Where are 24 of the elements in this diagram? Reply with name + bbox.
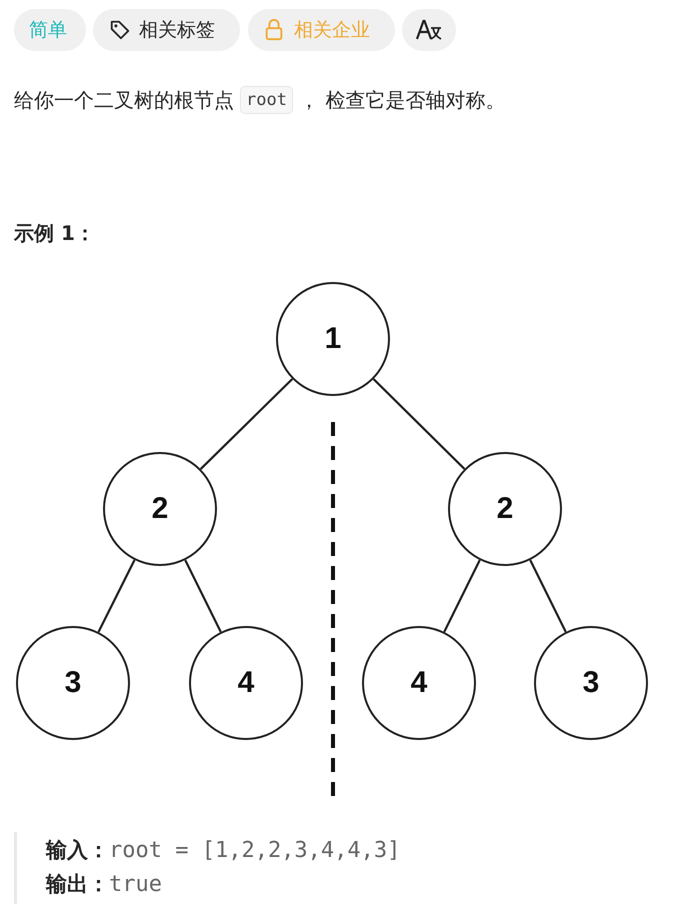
tree-edge — [200, 378, 294, 470]
description-text: ， 检查它是否轴对称。 — [298, 86, 506, 114]
tree-edge — [443, 560, 481, 632]
tree-edge — [184, 560, 222, 632]
difficulty-tag: 简单 — [14, 9, 86, 51]
node-value: 2 — [496, 492, 514, 526]
code-value: true — [109, 872, 162, 897]
tree-edge — [372, 378, 466, 470]
example-heading: 示例 1： — [14, 220, 95, 247]
node-value: 4 — [238, 666, 254, 700]
inline-code: root — [240, 86, 293, 114]
node-value: 4 — [410, 666, 428, 700]
related-companies-button: 相关企业 — [248, 9, 395, 51]
node-value: 3 — [64, 666, 82, 700]
node-value: 3 — [582, 666, 600, 700]
code-value: root = [1,2,2,3,4,4,3] — [109, 838, 400, 863]
related-tags-button: 相关标签 — [93, 9, 240, 51]
tree-edge — [529, 560, 567, 632]
node-value: 1 — [324, 322, 342, 356]
field-label: 输出： — [46, 871, 109, 898]
node-value: 2 — [152, 492, 168, 526]
tree-edge — [98, 559, 136, 633]
field-label: 输入： — [46, 837, 109, 864]
description-text: 给你一个二叉树的根节点 — [14, 86, 234, 114]
